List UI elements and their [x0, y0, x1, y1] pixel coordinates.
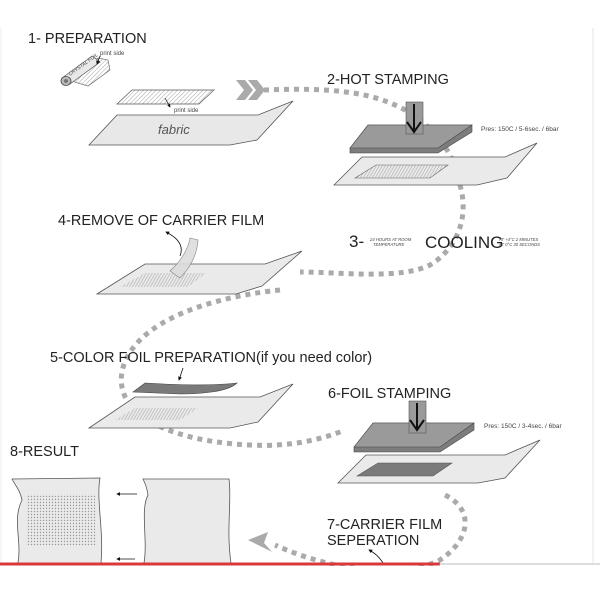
fabric-sheet: [88, 100, 294, 146]
step5-title: 5-COLOR FOIL PREPARATION(if you need col…: [50, 350, 372, 366]
step7-arrow: [368, 549, 384, 564]
flow-chevron-icon: [236, 80, 265, 100]
fabric-label: fabric: [158, 122, 190, 137]
result-fabric-before: [142, 478, 232, 564]
step3-note-left-2: TEMPERATURE: [373, 242, 405, 247]
step6-title: 6-FOIL STAMPING: [328, 386, 451, 402]
step2-title: 2-HOT STAMPING: [327, 72, 449, 88]
step4-title: 4-REMOVE OF CARRIER FILM: [58, 213, 264, 229]
sheet-print-side-note: print side: [174, 108, 199, 114]
color-foil-arrow: [178, 367, 184, 381]
step7-title-line1: 7-CARRIER FILM: [327, 517, 442, 533]
step6-color-area: [355, 462, 453, 477]
foil-press-icon: [353, 400, 475, 453]
heat-press-icon: [349, 101, 473, 154]
color-foil-sheet: [132, 382, 238, 395]
flow-arrowhead-icon: [248, 532, 272, 552]
step3-note-left-1: 24 HOURS AT ROOM: [369, 237, 412, 242]
crystal-foil-roll-icon: CRYSTAL FOIL: [60, 52, 111, 87]
step4-transfer-area: [120, 273, 206, 287]
step2-press-params: Pres: 150C / 5-6sec. / 6bar: [481, 126, 560, 133]
sheet-print-side-arrow: [164, 97, 171, 108]
roll-print-side-note: print side: [100, 51, 125, 57]
step4-fabric-sheet: [95, 250, 303, 295]
step2-transfer-area: [353, 164, 449, 179]
below-fold: [0, 566, 600, 600]
step3-title: COOLING: [425, 233, 503, 252]
step1-title: 1- PREPARATION: [28, 31, 147, 47]
foil-sheet: [116, 89, 215, 105]
progress-fill: [0, 562, 440, 566]
step8-title: 8-RESULT: [10, 444, 79, 460]
step3-note-right-1: AT +4°C 2 MINUTES: [498, 237, 538, 242]
result-transfer-pattern: [26, 494, 96, 546]
step3-note-right-2: AT 0°C 30 SECONDS: [498, 242, 540, 247]
step7-title-line2: SEPERATION: [327, 533, 419, 549]
step5-transfer-area: [115, 408, 198, 420]
step3-number: 3-: [349, 232, 364, 251]
carrier-film-peel-icon: [169, 237, 199, 279]
peel-arrow: [165, 231, 182, 257]
roll-print-side-arrow: [96, 55, 101, 65]
step6-press-params: Pres: 150C / 3-4sec. / 6bar: [484, 423, 563, 430]
